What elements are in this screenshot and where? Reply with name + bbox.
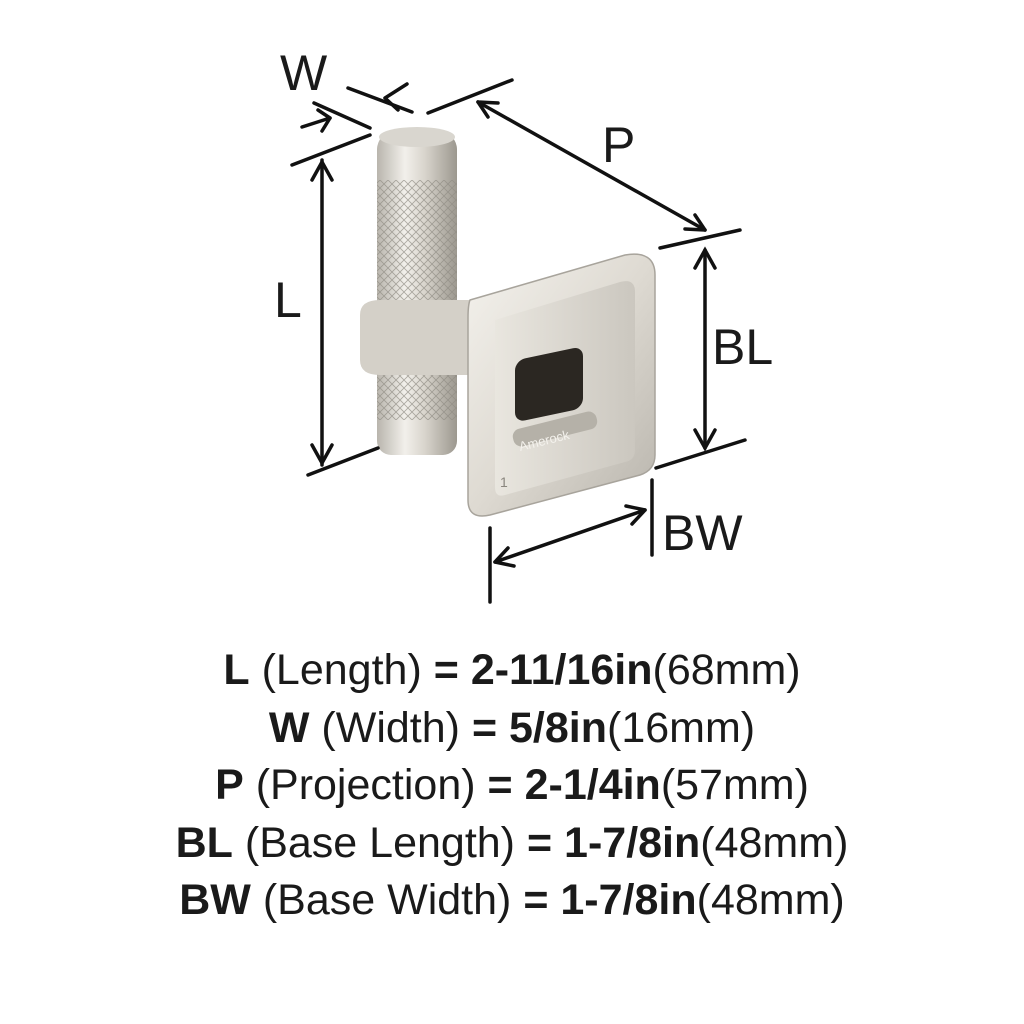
dimension-specs-list: L (Length) = 2-11/16in(68mm) W (Width) =… — [0, 642, 1024, 930]
spec-imperial: 2-1/4in — [524, 761, 661, 809]
spec-metric: (48mm) — [696, 876, 845, 924]
dimension-label-w: W — [280, 45, 328, 101]
spec-metric: (48mm) — [700, 818, 849, 867]
spec-name: (Base Length) — [244, 818, 516, 867]
dimension-label-bl: BL — [712, 319, 774, 375]
spec-imperial: 1-7/8in — [564, 818, 701, 867]
spec-equals: = — [526, 818, 553, 867]
square-base: Amerock 1 — [467, 253, 656, 517]
spec-equals: = — [487, 761, 513, 809]
product-dimension-diagram: Amerock 1 — [274, 45, 774, 604]
spec-row-width: W (Width) = 5/8in(16mm) — [0, 700, 1024, 758]
product-illustration: Amerock 1 — [290, 78, 747, 604]
spec-equals: = — [471, 703, 498, 752]
spec-abbr: W — [268, 703, 310, 752]
knurled-post — [377, 127, 457, 455]
spec-name: (Base Width) — [262, 876, 512, 924]
spec-row-projection: P (Projection) = 2-1/4in(57mm) — [0, 757, 1024, 815]
spec-imperial: 5/8in — [509, 703, 608, 752]
connecting-arm — [360, 300, 500, 375]
spec-name: (Projection) — [255, 761, 476, 809]
spec-row-base-width: BW (Base Width) = 1-7/8in(48mm) — [0, 872, 1024, 930]
spec-row-length: L (Length) = 2-11/16in(68mm) — [0, 642, 1024, 700]
spec-metric: (16mm) — [607, 703, 756, 752]
dimension-label-l: L — [274, 272, 302, 328]
base-marking: 1 — [500, 474, 508, 490]
spec-row-base-length: BL (Base Length) = 1-7/8in(48mm) — [0, 815, 1024, 873]
spec-imperial: 1-7/8in — [560, 876, 697, 924]
spec-imperial: 2-11/16in — [470, 646, 653, 694]
spec-abbr: L — [223, 646, 250, 694]
spec-equals: = — [433, 646, 459, 694]
spec-name: (Length) — [261, 646, 422, 694]
dimension-label-p: P — [602, 117, 636, 173]
spec-name: (Width) — [321, 703, 460, 752]
spec-abbr: BW — [179, 876, 251, 924]
spec-abbr: P — [215, 761, 244, 809]
dimension-label-bw: BW — [662, 505, 743, 561]
spec-equals: = — [523, 876, 549, 924]
spec-metric: (68mm) — [652, 646, 801, 694]
spec-abbr: BL — [175, 818, 233, 867]
spec-metric: (57mm) — [660, 761, 809, 809]
dimension-lines — [290, 78, 747, 604]
